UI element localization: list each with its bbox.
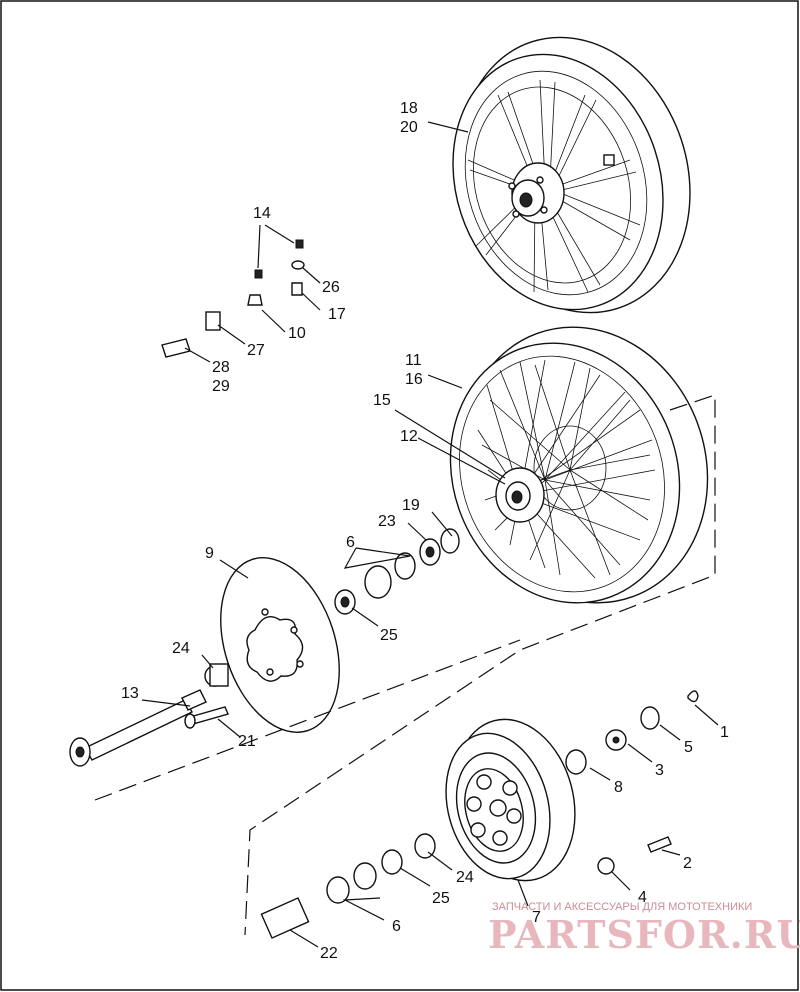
callout-13: 13	[121, 685, 139, 702]
callout-8: 8	[614, 779, 623, 796]
cast-wheel	[452, 36, 691, 314]
spoke-wheel	[449, 326, 709, 604]
disc-bolt	[184, 706, 229, 729]
callout-2: 2	[683, 855, 692, 872]
callout-1: 1	[720, 724, 729, 741]
lower-hub-stack	[260, 690, 699, 939]
callout-24-lower: 24	[456, 869, 474, 886]
callout-16: 16	[405, 371, 423, 388]
axle	[69, 689, 207, 767]
callout-labels: 1 2 3 4 5 6 6 7 8 9 10 11 12 13 14 15 16…	[121, 100, 729, 962]
callout-11: 11	[405, 352, 422, 369]
callout-21: 21	[238, 733, 256, 750]
callout-9: 9	[205, 545, 214, 562]
callout-27: 27	[247, 342, 265, 359]
callout-17: 17	[328, 306, 346, 323]
callout-20: 20	[400, 119, 418, 136]
leader-lines	[141, 121, 719, 948]
callout-22: 22	[320, 945, 338, 962]
callout-6-lower: 6	[392, 918, 401, 935]
callout-12: 12	[400, 428, 418, 445]
callout-7: 7	[532, 909, 541, 926]
callout-3: 3	[655, 762, 664, 779]
upper-hub-stack	[204, 528, 460, 687]
callout-26: 26	[322, 279, 340, 296]
callout-19: 19	[402, 497, 420, 514]
callout-18: 18	[400, 100, 418, 117]
callout-24-upper: 24	[172, 640, 190, 657]
callout-29: 29	[212, 378, 230, 395]
watermark: ЗАПЧАСТИ И АКСЕССУАРЫ ДЛЯ МОТОТЕХНИКИ PA…	[488, 901, 800, 957]
valve-parts	[161, 239, 305, 358]
callout-23: 23	[378, 513, 396, 530]
brake-disc	[220, 557, 340, 733]
callout-25-lower: 25	[432, 890, 450, 907]
watermark-logo: PARTSFOR.RU	[488, 912, 800, 957]
pulley	[445, 718, 576, 882]
assembly-outline-upper	[94, 639, 521, 801]
callout-25-upper: 25	[380, 627, 398, 644]
callout-5: 5	[684, 739, 693, 756]
callout-14: 14	[253, 205, 271, 222]
callout-28: 28	[212, 359, 230, 376]
assembly-outline	[244, 394, 716, 936]
callout-10: 10	[288, 325, 306, 342]
callout-15: 15	[373, 392, 391, 409]
callout-6-upper: 6	[346, 534, 355, 551]
callout-4: 4	[638, 889, 647, 906]
watermark-tagline: ЗАПЧАСТИ И АКСЕССУАРЫ ДЛЯ МОТОТЕХНИКИ	[492, 901, 752, 913]
